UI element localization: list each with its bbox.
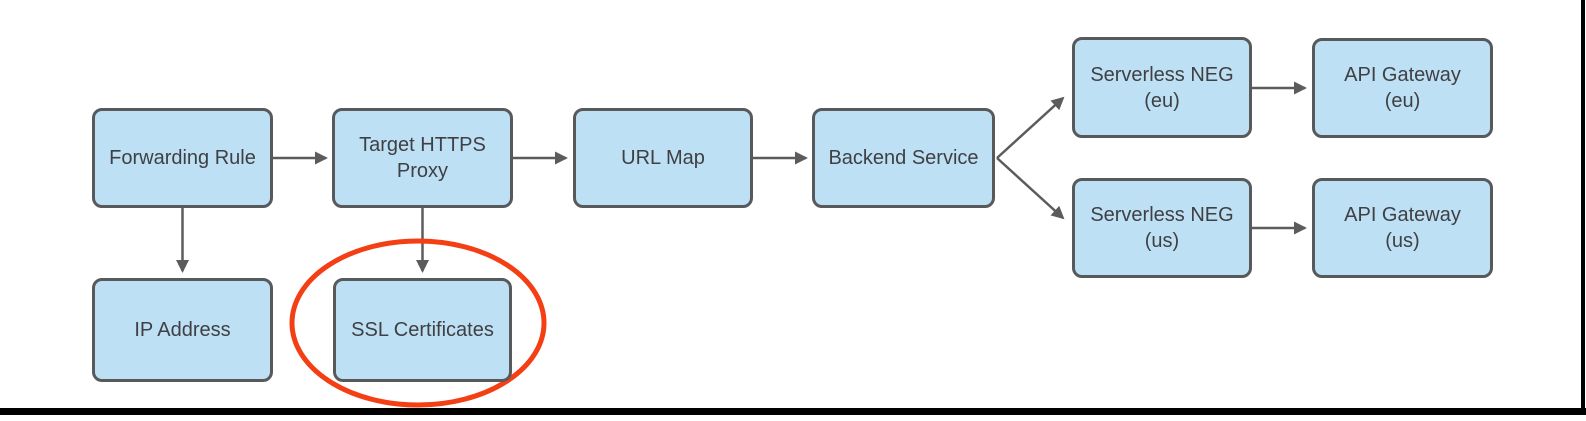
node-serverless-neg-eu: Serverless NEG (eu) (1072, 37, 1252, 138)
node-label: SSL Certificates (351, 319, 494, 341)
node-api-gateway-eu: API Gateway (eu) (1312, 38, 1493, 138)
arrow-backend-service-to-serverless-neg-eu (996, 96, 1065, 159)
window-edge-right (1581, 0, 1585, 415)
node-label: IP Address (134, 319, 231, 341)
node-label: Serverless NEG (us) (1090, 204, 1234, 252)
node-api-gateway-us: API Gateway (us) (1312, 178, 1493, 278)
node-forwarding-rule: Forwarding Rule (92, 108, 273, 208)
node-ip-address: IP Address (92, 278, 273, 382)
node-label: Forwarding Rule (109, 147, 256, 169)
node-label: API Gateway (eu) (1344, 64, 1461, 112)
node-label: Target HTTPS Proxy (359, 134, 486, 182)
arrow-backend-service-to-serverless-neg-us (996, 157, 1065, 220)
node-label: Serverless NEG (eu) (1090, 63, 1234, 112)
window-edge-bottom (0, 408, 1586, 415)
node-serverless-neg-us: Serverless NEG (us) (1072, 178, 1252, 278)
node-label: URL Map (621, 147, 705, 169)
node-ssl-certificates: SSL Certificates (333, 278, 512, 382)
node-target-https-proxy: Target HTTPS Proxy (332, 108, 513, 208)
node-label: API Gateway (us) (1344, 204, 1461, 252)
node-backend-service: Backend Service (812, 108, 995, 208)
node-url-map: URL Map (573, 108, 753, 208)
node-label: Backend Service (828, 147, 979, 169)
